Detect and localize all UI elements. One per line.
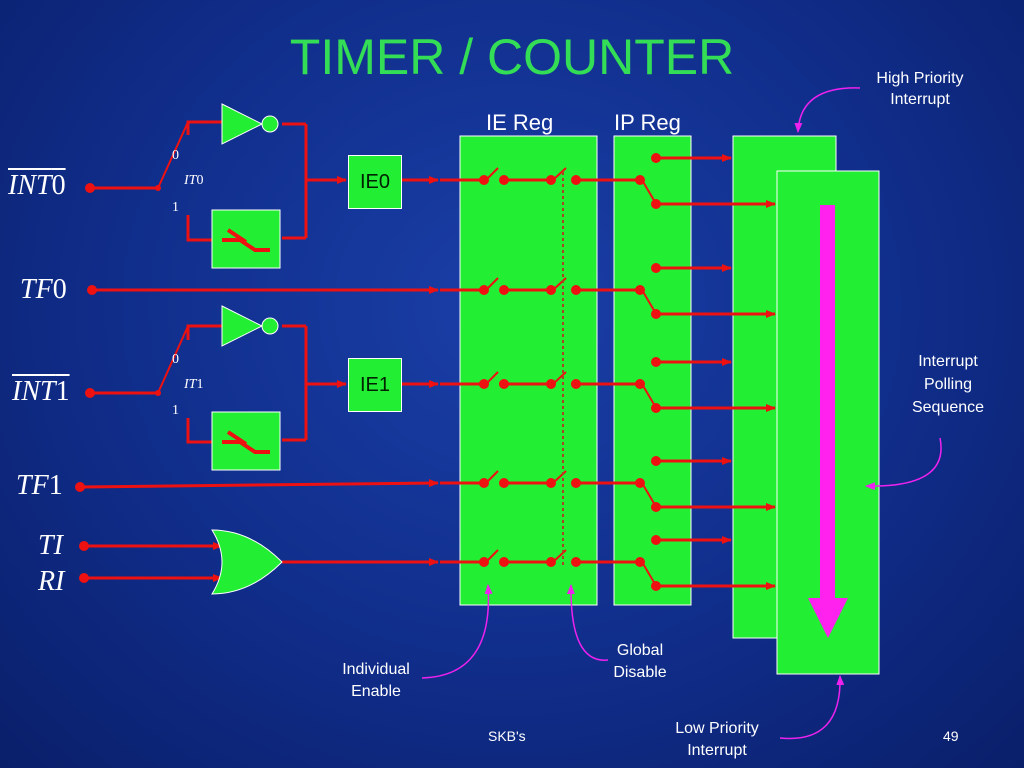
int0-mux-pivot (155, 185, 161, 191)
row-2-ie-switch-blade (485, 277, 499, 291)
low-priority-pointer (779, 675, 845, 740)
ri-signal-label: RI (38, 566, 65, 597)
ie1-flag: IE1 (348, 358, 402, 412)
ti-ri-inputs (79, 541, 439, 583)
int1-signal-label: INT1 (12, 376, 70, 407)
int0-signal-label: INT0 (8, 170, 66, 201)
it0-label: IT0 (184, 173, 204, 188)
row-2-ip-switch-blade (641, 289, 656, 313)
int0-edge-detector (211, 209, 281, 269)
high-priority-pointer (794, 87, 861, 133)
row-1-ie-contact-a (479, 175, 489, 185)
int1-inverter (221, 305, 279, 347)
ie-reg-header: IE Reg (486, 110, 554, 135)
tf1-line (75, 479, 439, 492)
tf0-line (87, 285, 439, 295)
individual-enable-pointer (421, 584, 493, 679)
row-5-ip-switch-blade (641, 561, 656, 585)
polling-pointer (865, 437, 942, 491)
row-2-ge-contact-a (546, 285, 556, 295)
or-gate (211, 529, 283, 595)
row-1-ge-switch-blade (552, 167, 567, 181)
ip-register-block (613, 135, 692, 606)
int0-inverter (221, 103, 279, 145)
ip-reg-header: IP Reg (614, 110, 681, 135)
row-1-ie-switch-blade (485, 167, 499, 181)
row-4-ie-contact-a (479, 478, 489, 488)
row-3-ip-switch-blade (641, 383, 656, 407)
row-4-ge-contact-a (546, 478, 556, 488)
row-3-ie-switch-blade (485, 371, 499, 385)
it1-label: IT1 (184, 377, 204, 392)
page-number: 49 (943, 728, 959, 744)
global-disable-pointer (566, 584, 609, 661)
row-4-ip-switch-blade (641, 482, 656, 506)
switch-rows (440, 153, 776, 591)
mux1-one-label: 1 (172, 403, 179, 418)
tf1-signal-label: TF1 (16, 470, 63, 501)
int1-mux-pivot (155, 390, 161, 396)
row-3-ge-switch-blade (552, 371, 567, 385)
row-5-ge-contact-a (546, 557, 556, 567)
ie-register-block (459, 135, 598, 606)
int1-edge-detector (211, 411, 281, 471)
row-3-ie-contact-a (479, 379, 489, 389)
row-3-ge-contact-a (546, 379, 556, 389)
mux0-zero-label: 0 (172, 148, 179, 163)
row-1-ge-contact-a (546, 175, 556, 185)
mux1-zero-label: 0 (172, 352, 179, 367)
ti-signal-label: TI (38, 530, 63, 561)
row-5-ie-switch-blade (485, 549, 499, 563)
int0-input-path (85, 120, 347, 242)
row-1-ip-switch-blade (641, 179, 656, 203)
int1-input-path (85, 324, 347, 444)
row-2-ie-contact-a (479, 285, 489, 295)
row-4-ie-switch-blade (485, 470, 499, 484)
footer-author: SKB's (488, 728, 526, 744)
slide-title: TIMER / COUNTER (289, 29, 735, 85)
row-5-ie-contact-a (479, 557, 489, 567)
polling-sequence-arrow (808, 205, 848, 638)
mux0-one-label: 1 (172, 200, 179, 215)
tf0-signal-label: TF0 (20, 274, 67, 305)
ie0-flag: IE0 (348, 155, 402, 209)
